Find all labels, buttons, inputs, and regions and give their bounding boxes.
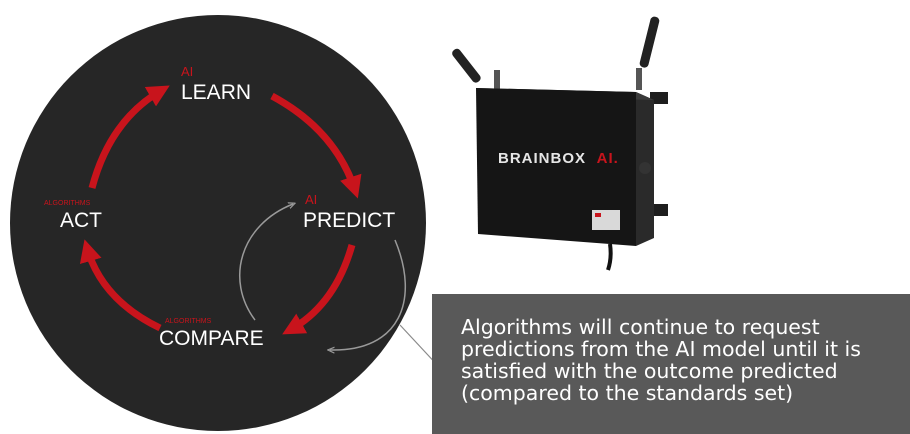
act-tag: ALGORITHMS (44, 200, 91, 207)
learn-tag: AI (181, 64, 193, 79)
mount-tab (650, 92, 668, 104)
arrow-compare-to-act (79, 239, 162, 332)
arrow-predict-to-compare (282, 244, 356, 335)
device-brand-text: BRAINBOX (498, 150, 586, 167)
antenna-right (636, 16, 660, 90)
act-label: ACT (60, 209, 102, 232)
device-brand-logo: BRAINBOX AI. (498, 150, 619, 167)
explanation-callout: Algorithms will continue to request pred… (432, 294, 910, 434)
device-front (476, 88, 636, 246)
device-brand-accent: AI. (597, 150, 619, 167)
power-cable (606, 243, 613, 271)
arrow-act-to-learn (88, 85, 170, 189)
cycle-background-circle (10, 15, 426, 431)
predict-label: PREDICT (303, 209, 395, 232)
predict-tag: AI (305, 192, 317, 207)
feedback-loop-return-arrow (239, 204, 293, 321)
vent-grille (639, 162, 651, 174)
warning-label-icon (595, 213, 601, 217)
callout-text: Algorithms will continue to request pred… (461, 315, 861, 405)
compare-tag: ALGORITHMS (165, 318, 212, 325)
compare-label: COMPARE (159, 327, 264, 350)
arrow-learn-to-predict (270, 92, 362, 199)
feedback-loop-arrow (330, 239, 407, 350)
antenna-left (452, 48, 500, 92)
learn-label: LEARN (181, 81, 251, 104)
mount-tab (650, 204, 668, 216)
brainbox-device-image: BRAINBOX AI. (452, 16, 668, 271)
